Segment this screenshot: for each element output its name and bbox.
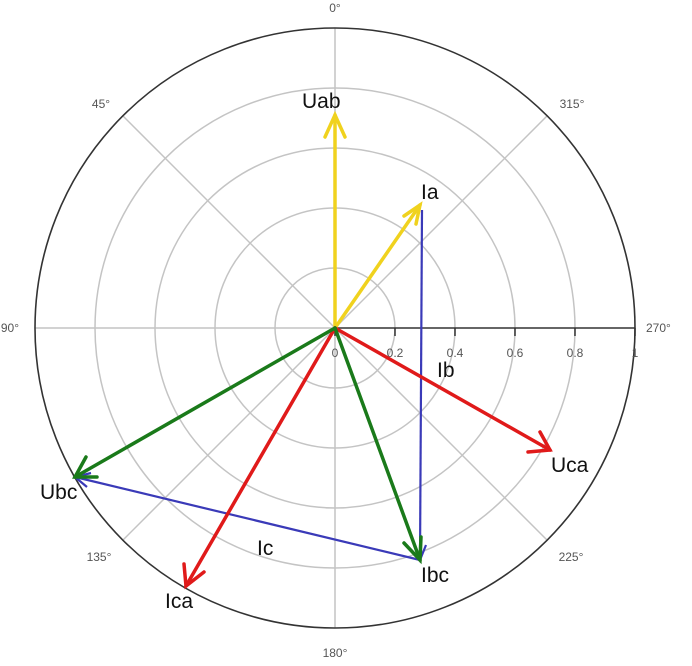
label-ica: Ica xyxy=(165,590,193,613)
angle-label-0: 0° xyxy=(329,1,341,15)
yellow-phasors xyxy=(323,110,423,330)
label-uca: Uca xyxy=(551,454,589,477)
uca-phasor xyxy=(333,326,552,452)
angle-label-180: 180° xyxy=(323,646,348,660)
ica-arrowhead xyxy=(182,562,206,590)
angle-label-225: 225° xyxy=(559,550,584,564)
tick-label-08: 0.8 xyxy=(567,346,584,360)
angle-label-45: 45° xyxy=(92,97,110,111)
tick-label-0: 0 xyxy=(332,346,339,360)
ica-phasor xyxy=(184,326,337,588)
outer-ring xyxy=(34,27,636,629)
label-ubc: Ubc xyxy=(40,481,77,504)
label-uab: Uab xyxy=(302,90,341,113)
label-ia: Ia xyxy=(421,181,439,204)
tick-label-04: 0.4 xyxy=(447,346,464,360)
angle-labels: 0° 45° 90° 135° 180° 225° 270° 315° xyxy=(1,1,671,660)
uab-arrowhead xyxy=(323,110,347,139)
ubc-phasor xyxy=(73,326,337,479)
ib-vector xyxy=(418,209,424,561)
ic-vector xyxy=(74,475,421,562)
angle-label-135: 135° xyxy=(87,550,112,564)
angle-label-315: 315° xyxy=(560,97,585,111)
tick-label-02: 0.2 xyxy=(387,346,404,360)
label-ic: Ic xyxy=(257,537,273,560)
ibc-arrowhead xyxy=(402,535,423,565)
label-ibc: Ibc xyxy=(421,564,449,587)
label-ib: Ib xyxy=(437,359,455,382)
red-phasors xyxy=(182,326,553,590)
angle-label-90: 90° xyxy=(1,321,19,335)
ibc-phasor xyxy=(333,326,422,562)
ubc-arrowhead xyxy=(72,455,99,479)
uca-arrowhead xyxy=(526,430,553,454)
ia-phasor xyxy=(333,203,422,330)
tick-label-06: 0.6 xyxy=(507,346,524,360)
phasor-labels: Uab Ia Ib Uca Ubc Ibc Ic Ica xyxy=(40,90,589,613)
radial-tick-labels: 0 0.2 0.4 0.6 0.8 1 xyxy=(332,346,639,360)
green-phasors xyxy=(72,326,423,565)
angle-label-270: 270° xyxy=(646,321,671,335)
tick-label-1: 1 xyxy=(632,346,639,360)
ia-arrowhead xyxy=(402,201,423,226)
current-triangle xyxy=(72,209,428,563)
